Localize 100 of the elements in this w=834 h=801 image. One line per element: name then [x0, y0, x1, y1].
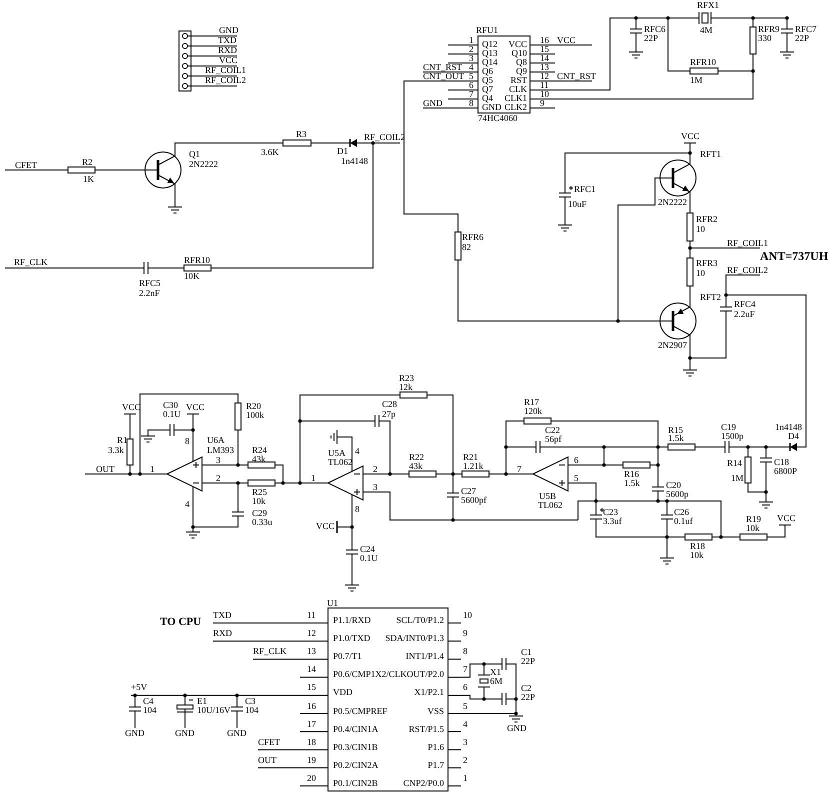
- component-value: 1.21k: [463, 462, 484, 471]
- component-designator: 74HC4060: [478, 114, 518, 123]
- pin-name: VDD: [333, 688, 352, 698]
- pin-name: P0.1/CIN2B: [333, 778, 378, 788]
- pin-number: 16: [307, 702, 316, 710]
- component-value: 2N2907: [658, 341, 687, 350]
- net-label: CNT_RST: [423, 63, 462, 72]
- net-label: GND: [423, 99, 442, 108]
- pin-number: 7: [517, 465, 522, 474]
- pin-number: 2: [216, 474, 220, 483]
- pin-number: 6: [574, 456, 578, 465]
- pin-number: 14: [540, 54, 549, 63]
- component-value: 6800P: [774, 467, 798, 476]
- component-value: 10k: [690, 551, 704, 560]
- component-designator: R16: [624, 470, 640, 479]
- pin-name: P0.4/CIN1A: [333, 724, 378, 734]
- component-value: 22P: [521, 693, 536, 702]
- component-designator: RFX1: [697, 1, 720, 10]
- pin-number: 4: [469, 63, 474, 72]
- net-label: +5V: [131, 683, 148, 692]
- component-value: 100k: [246, 411, 264, 420]
- component-value: 10U/16V: [197, 706, 230, 715]
- pin-name: INT1/P1.4: [406, 652, 444, 662]
- component-value: 3.6K: [261, 148, 279, 157]
- component-value: 104: [143, 706, 156, 715]
- heading: TO CPU: [160, 617, 202, 628]
- pin-number: 4: [185, 500, 190, 509]
- net-label: GND: [175, 729, 194, 738]
- pin-name: P0.6/CMP1: [333, 670, 376, 680]
- component-designator: R17: [524, 398, 540, 407]
- pin-number: 10: [540, 90, 549, 99]
- net-label: RXD: [218, 46, 238, 55]
- component-value: 22P: [644, 34, 658, 43]
- component-value: 82: [462, 243, 471, 252]
- component-value: 22P: [795, 34, 810, 43]
- pin-number: 13: [540, 63, 549, 72]
- pin-name: VSS: [427, 706, 444, 716]
- pin-number: 11: [307, 611, 316, 620]
- component-designator: C29: [252, 509, 268, 518]
- component-value: 10: [696, 225, 705, 234]
- component-value: 1M: [690, 76, 703, 85]
- component-value: 5600pf: [461, 496, 486, 505]
- component-value: 2.2nF: [139, 289, 160, 298]
- component-value: 4M: [700, 26, 713, 35]
- pin-name: Q9: [516, 67, 527, 76]
- pin-number: 8: [469, 99, 474, 108]
- component-value: 3.3k: [108, 446, 124, 455]
- component-designator: C18: [774, 458, 790, 467]
- pin-name: P0.7/T1: [333, 652, 362, 662]
- net-label: RF_COIL1: [205, 66, 246, 75]
- component-designator: C2: [521, 684, 532, 693]
- pin-number: 2: [463, 756, 468, 765]
- component-designator: R14: [727, 459, 742, 468]
- pin-name: Q7: [482, 85, 493, 94]
- pin-number: 18: [307, 738, 316, 747]
- pin-number: 15: [307, 683, 316, 692]
- pin-name: Q5: [482, 76, 493, 85]
- net-label: TXD: [213, 611, 232, 620]
- pin-number: 20: [307, 774, 316, 783]
- net-label: CFET: [15, 161, 38, 170]
- component-designator: RFC7: [795, 25, 817, 34]
- pin-number: 3: [463, 738, 468, 747]
- pin-number: 8: [355, 505, 360, 514]
- net-label: VCC: [219, 56, 238, 65]
- pin-name: P1.0/TXD: [333, 634, 370, 644]
- component-designator: C19: [721, 423, 736, 432]
- pin-name: P0.5/CMPREF: [333, 706, 388, 716]
- pin-name: P0.2/CIN2A: [333, 760, 378, 770]
- pin-name: VCC: [508, 40, 527, 49]
- component-designator: C26: [674, 508, 690, 517]
- pin-name: Q6: [482, 67, 493, 76]
- pin-number: 4: [355, 447, 360, 456]
- pin-number: 9: [463, 629, 468, 638]
- component-value: 2N2222: [658, 198, 687, 207]
- pin-number: 1: [463, 774, 468, 783]
- component-designator: C4: [143, 697, 154, 706]
- component-designator: R22: [409, 453, 424, 462]
- net-label: RF_COIL2: [727, 266, 768, 275]
- component-value: 56pf: [545, 435, 562, 444]
- component-value: 1n4148: [341, 157, 368, 166]
- component-value: 5600p: [666, 490, 688, 499]
- net-label: CFET: [258, 738, 280, 747]
- component-designator: RFC4: [734, 300, 756, 309]
- component-designator: RFC5: [139, 279, 161, 288]
- component-designator: R19: [746, 515, 762, 524]
- pin-name: P1.6: [428, 742, 444, 752]
- component-designator: C23: [603, 508, 618, 517]
- pin-number: 14: [307, 665, 316, 674]
- net-label: RF_CLK: [14, 258, 48, 267]
- component-designator: E1: [197, 697, 207, 706]
- component-designator: U5A: [328, 449, 346, 458]
- component-designator: D4: [788, 432, 799, 441]
- pin-number: 3: [469, 54, 474, 63]
- component-designator: RFR9: [758, 25, 780, 34]
- pin-number: 8: [185, 437, 190, 446]
- pin-number: 3: [373, 483, 378, 492]
- component-value: 0.1uf: [674, 517, 693, 526]
- component-value: 104: [245, 706, 258, 715]
- component-designator: RFT1: [700, 150, 722, 159]
- pin-name: Q12: [482, 40, 498, 49]
